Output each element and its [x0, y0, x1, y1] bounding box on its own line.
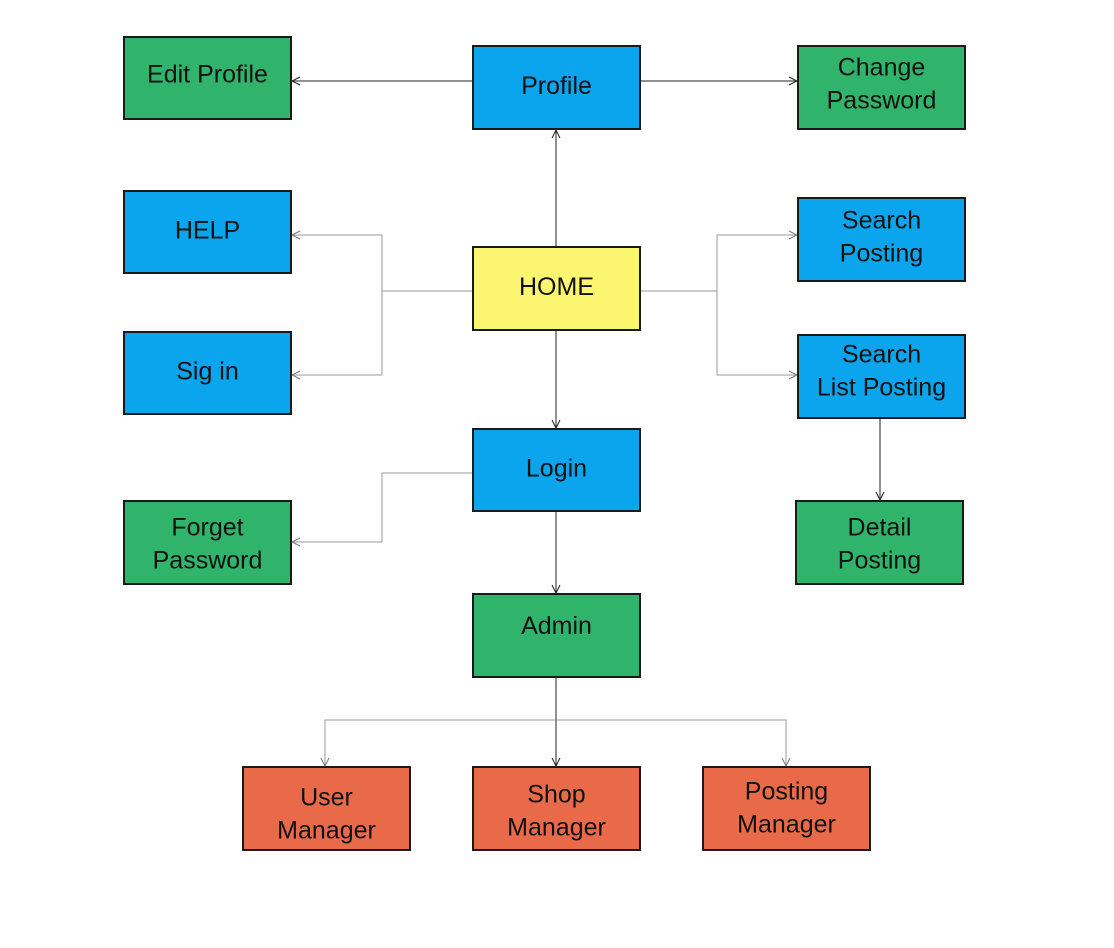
node-box: [472, 428, 641, 512]
edge-home-to-help: [292, 235, 473, 292]
node-label: List Posting: [817, 374, 946, 402]
node-label: HELP: [175, 217, 240, 245]
node-admin[interactable]: Admin: [472, 593, 641, 678]
node-box: [702, 766, 871, 851]
node-label: Posting: [838, 547, 921, 575]
node-label: Sig in: [176, 358, 239, 386]
node-box: [123, 190, 292, 274]
edge-login-to-forget-password: [292, 472, 473, 542]
edge-admin-to-posting-manager: [556, 719, 786, 766]
node-label: Edit Profile: [147, 61, 268, 89]
node-label: Change: [838, 54, 926, 82]
edge-home-to-sign-in: [292, 291, 383, 375]
edge-admin-to-user-manager: [325, 719, 556, 766]
node-label: User: [300, 784, 353, 812]
node-label: Password: [153, 547, 263, 575]
node-label: Detail: [848, 514, 912, 542]
node-label: Admin: [521, 612, 592, 640]
node-label: Profile: [521, 72, 592, 100]
node-box: [797, 197, 966, 282]
node-box: [123, 500, 292, 585]
edge-home-to-search-list-posting: [716, 291, 797, 375]
node-home[interactable]: HOME: [472, 246, 641, 331]
node-box: [472, 246, 641, 331]
node-label: Shop: [527, 781, 585, 809]
node-label: Posting: [840, 240, 923, 268]
node-label: Manager: [507, 814, 606, 842]
node-box: [795, 500, 964, 585]
node-label: Posting: [745, 778, 828, 806]
edge-home-to-search-posting: [640, 235, 797, 292]
node-label: Search: [842, 341, 921, 369]
node-sign-in[interactable]: Sig in: [123, 331, 292, 415]
node-profile[interactable]: Profile: [472, 45, 641, 130]
node-label: Search: [842, 207, 921, 235]
node-label: Forget: [171, 514, 243, 542]
node-label: Manager: [737, 811, 836, 839]
node-box: [472, 45, 641, 130]
node-label: Login: [526, 455, 587, 483]
node-box: [472, 766, 641, 851]
node-label: Password: [827, 87, 937, 115]
node-box: [472, 593, 641, 678]
node-box: [242, 766, 411, 851]
node-box: [123, 331, 292, 415]
edges-layer: [292, 81, 880, 766]
node-box: [123, 36, 292, 120]
node-box: [797, 45, 966, 130]
node-login[interactable]: Login: [472, 428, 641, 512]
node-label: Manager: [277, 817, 376, 845]
node-edit-profile[interactable]: Edit Profile: [123, 36, 292, 120]
node-label: HOME: [519, 273, 594, 301]
node-box: [797, 334, 966, 419]
node-help[interactable]: HELP: [123, 190, 292, 274]
